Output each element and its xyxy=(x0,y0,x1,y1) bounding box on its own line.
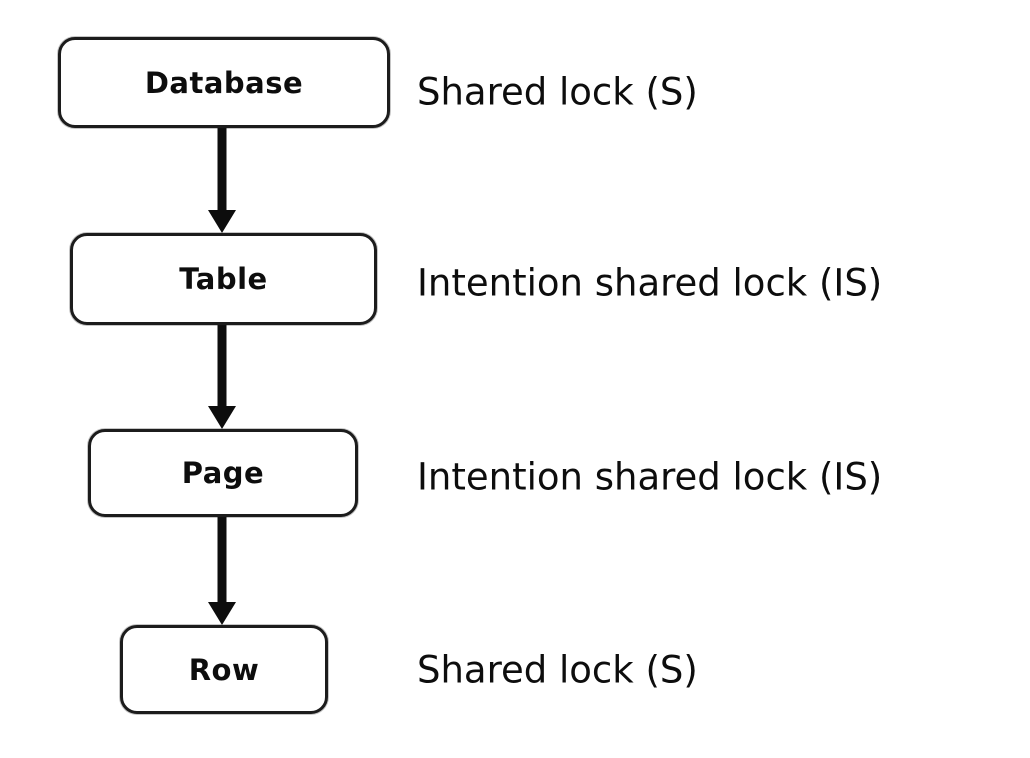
node-database: Database xyxy=(58,37,390,128)
node-table: Table xyxy=(70,233,377,325)
node-table-label: Table xyxy=(179,262,268,296)
lock-label-table: Intention shared lock (IS) xyxy=(417,261,883,305)
node-page-label: Page xyxy=(181,456,265,490)
arrow-page-to-row-icon xyxy=(208,517,236,625)
lock-label-database: Shared lock (S) xyxy=(417,70,698,114)
node-database-label: Database xyxy=(144,65,304,100)
lock-label-row: Shared lock (S) xyxy=(417,648,698,692)
arrow-database-to-table-icon xyxy=(208,128,236,233)
node-page: Page xyxy=(88,429,358,517)
node-row-label: Row xyxy=(188,652,260,687)
lock-label-page: Intention shared lock (IS) xyxy=(417,455,883,499)
node-row: Row xyxy=(120,625,328,714)
arrow-table-to-page-icon xyxy=(208,325,236,429)
